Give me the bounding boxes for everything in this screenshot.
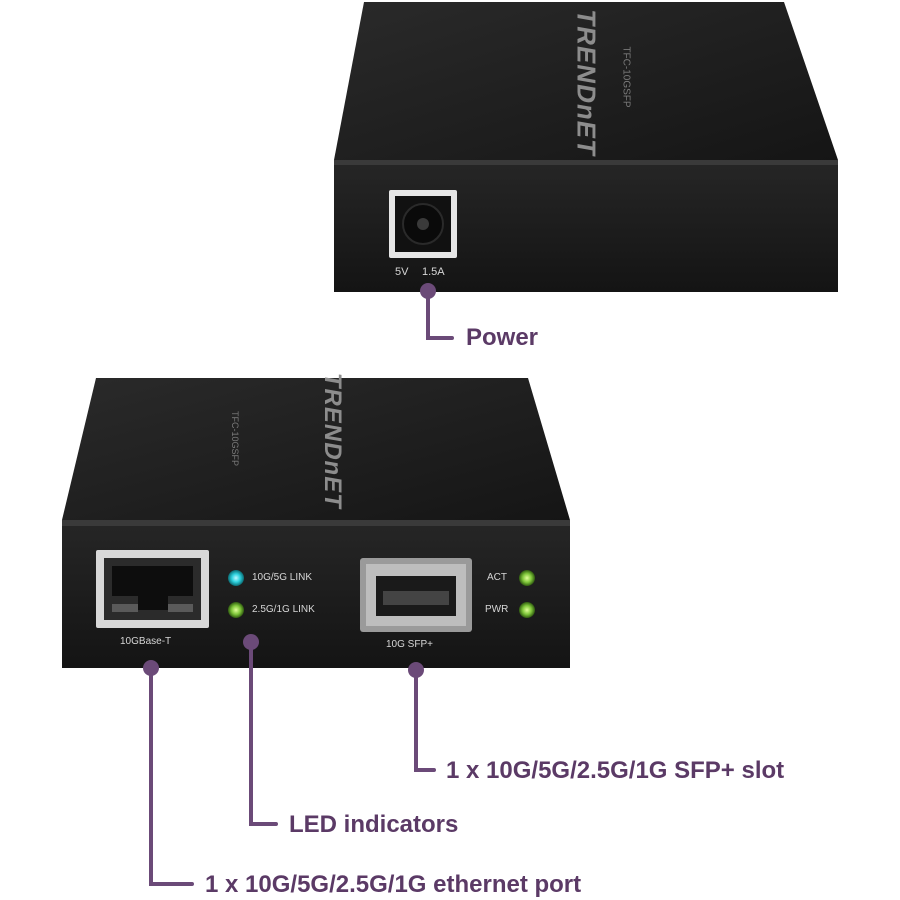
led-callout-dot — [243, 634, 259, 650]
led-indicators-callout-label: LED indicators — [289, 811, 459, 838]
brand-logo-top: TRENDnET — [571, 7, 602, 159]
sfp-callout-dot — [408, 662, 424, 678]
power-callout-dot — [420, 283, 436, 299]
power-callout-label: Power — [466, 324, 539, 351]
front-device — [62, 378, 570, 668]
power-callout-line — [426, 289, 454, 340]
callout-lines — [149, 289, 454, 886]
power-jack — [389, 190, 457, 258]
model-label-bottom: TFC-10GSFP — [230, 410, 241, 467]
power-rating-volts: 5V — [395, 266, 409, 278]
rear-device — [334, 2, 838, 292]
led-act — [519, 570, 535, 586]
front-device-lid — [62, 378, 570, 520]
sfp-callout-line — [414, 668, 436, 772]
led-25g-1g-label: 2.5G/1G LINK — [252, 604, 315, 615]
rear-device-lid — [334, 2, 838, 160]
led-pwr — [519, 602, 535, 618]
led-pwr-label: PWR — [485, 604, 509, 615]
ethernet-callout-line — [149, 666, 194, 886]
led-10g-5g-link — [228, 570, 244, 586]
callout-dots — [143, 283, 436, 678]
led-act-label: ACT — [487, 572, 507, 583]
sfp-cage — [360, 558, 472, 632]
sfp-slot-callout-label: 1 x 10G/5G/2.5G/1G SFP+ slot — [446, 757, 785, 784]
rj45-label: 10GBase-T — [120, 636, 172, 647]
ethernet-port-callout-label: 1 x 10G/5G/2.5G/1G ethernet port — [205, 871, 582, 898]
led-2-5g-1g-link — [228, 602, 244, 618]
model-label-top: TFC-10GSFP — [620, 46, 632, 108]
power-rating-amps: 1.5A — [422, 266, 445, 278]
ethernet-callout-dot — [143, 660, 159, 676]
sfp-label: 10G SFP+ — [386, 639, 433, 650]
rj45-port — [96, 550, 209, 628]
led-10g-5g-label: 10G/5G LINK — [252, 572, 313, 583]
led-callout-line — [249, 640, 278, 826]
brand-logo-bottom: TRENDnET — [319, 370, 346, 512]
